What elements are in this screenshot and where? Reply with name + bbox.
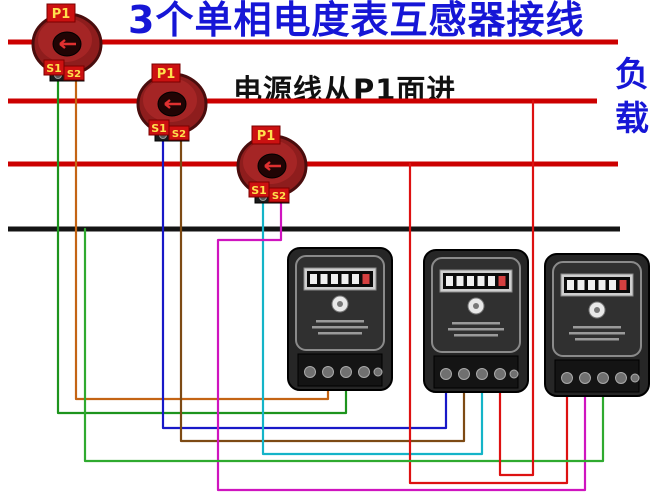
- ct3-s2-label: S2: [272, 191, 286, 202]
- meter3-digit-red: [619, 280, 627, 290]
- ct1-arrow-icon: [59, 39, 76, 49]
- meter2-digit: [467, 276, 474, 286]
- meter3-terminal-screw: [615, 372, 627, 384]
- ct3-p1-badge: [251, 125, 281, 145]
- meter2-digit: [456, 276, 464, 286]
- meter3-terminal-screw: [579, 372, 591, 384]
- load-label-char-2: 载: [615, 99, 649, 139]
- meter2-emblem-center: [473, 303, 479, 309]
- ct3-arrow-icon: [264, 161, 281, 171]
- meter2-spec-line: [448, 328, 504, 331]
- meter2-terminal-screw: [458, 368, 470, 380]
- ct1-p1-badge: [46, 3, 76, 23]
- meter3-terminal-screw: [630, 373, 640, 383]
- wire-bottom-green: [83, 227, 605, 463]
- ct1-s1-label: S1: [46, 62, 62, 75]
- wire-voltage-2: [498, 99, 535, 477]
- page-title: 3个单相电度表互感器接线: [128, 0, 584, 42]
- meter3-digit: [609, 280, 616, 290]
- meter3-digit: [588, 280, 595, 290]
- meter3-terminal-screw: [597, 372, 609, 384]
- meter3-digit: [567, 280, 574, 290]
- wire-ct1-s1: [56, 74, 348, 415]
- meter1-digit: [352, 274, 359, 284]
- meter3-spec-line: [569, 332, 625, 335]
- meter1-terminal-screw: [373, 367, 383, 377]
- meter1-terminal-screw: [358, 366, 370, 378]
- meter2-spec-line: [454, 334, 498, 337]
- energy-meter-2: [423, 249, 529, 393]
- wire-ct2-s2: [179, 133, 466, 443]
- wire-ct3-s1: [261, 195, 484, 456]
- ct2-p1-label: P1: [157, 67, 176, 82]
- ct3-s1-label: S1: [251, 184, 267, 197]
- meter2-digit: [446, 276, 453, 286]
- meter3-spec-line: [575, 338, 619, 341]
- meter1-spec-line: [312, 326, 368, 329]
- meter1-digit-red: [362, 274, 370, 284]
- meter3-terminal-screw: [561, 372, 573, 384]
- meter2-digit-red: [498, 276, 506, 286]
- meter3-emblem-center: [594, 307, 600, 313]
- load-label-char-1: 负: [615, 55, 649, 95]
- meter1-terminal-screw: [340, 366, 352, 378]
- energy-meter-1: [287, 247, 393, 391]
- current-transformer-3: P1 S1 S2: [236, 125, 308, 204]
- meter2-digit: [477, 276, 485, 286]
- meter1-terminal-screw: [304, 366, 316, 378]
- meter1-emblem-center: [337, 301, 343, 307]
- ct1-s2-label: S2: [67, 69, 81, 80]
- ct2-s2-badge: [168, 125, 190, 141]
- meter2-digit: [488, 276, 495, 286]
- meter1-digit: [320, 274, 328, 284]
- meter2-terminal-screw: [494, 368, 506, 380]
- ct2-p1-badge: [151, 63, 181, 83]
- meter1-spec-line: [316, 320, 364, 323]
- meter1-terminal-screw: [322, 366, 334, 378]
- meter1-spec-line: [318, 332, 362, 335]
- meter3-spec-line: [573, 326, 621, 329]
- ct1-s2-badge: [63, 65, 85, 81]
- current-transformer-2: P1 S1 S2: [136, 63, 208, 142]
- meter3-digit: [598, 280, 606, 290]
- meter2-spec-line: [452, 322, 500, 325]
- energy-meter-3: [544, 253, 650, 397]
- ct3-p1-label: P1: [257, 129, 276, 144]
- meter2-terminal-screw: [440, 368, 452, 380]
- meter2-terminal-screw: [476, 368, 488, 380]
- ct3-s2-badge: [268, 187, 290, 203]
- meter3-digit: [577, 280, 585, 290]
- ct2-s2-label: S2: [172, 129, 186, 140]
- meter1-digit: [341, 274, 349, 284]
- ct2-s1-label: S1: [151, 122, 167, 135]
- meter1-digit: [331, 274, 338, 284]
- wire-ct2-s1: [161, 133, 448, 430]
- wire-ct3-s2: [216, 195, 587, 492]
- current-transformer-1: P1 S1 S2: [31, 3, 103, 82]
- meter2-terminal-screw: [509, 369, 519, 379]
- ct2-arrow-icon: [164, 99, 181, 109]
- meter1-digit: [310, 274, 317, 284]
- wire-voltage-1: [408, 162, 569, 485]
- ct1-p1-label: P1: [52, 7, 71, 22]
